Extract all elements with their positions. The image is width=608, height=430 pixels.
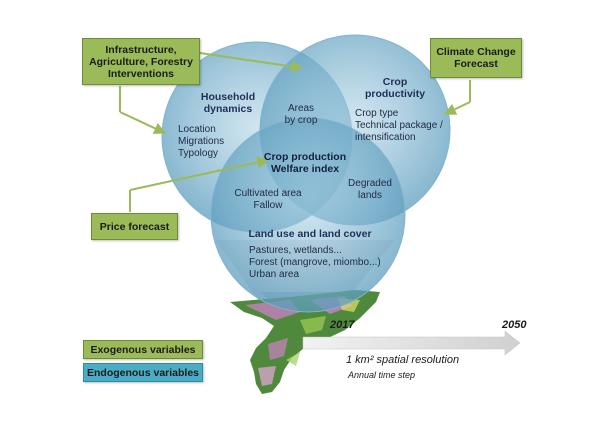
crop-items: Crop type Technical package / intensific… xyxy=(355,108,443,143)
price-forecast-box: Price forecast xyxy=(91,213,178,240)
legend-endogenous: Endogenous variables xyxy=(83,363,203,382)
crop-title: Crop productivity xyxy=(364,76,426,100)
cultivated-area-label: Cultivated area Fallow xyxy=(234,188,302,211)
climate-forecast-box: Climate Change Forecast xyxy=(430,38,522,78)
spatial-resolution-label: 1 km² spatial resolution xyxy=(346,354,460,366)
household-items: Location Migrations Typology xyxy=(178,124,225,159)
arrow-interventions-crop xyxy=(199,52,304,73)
degraded-lands-label: Degraded lands xyxy=(348,178,392,201)
end-year: 2050 xyxy=(502,319,527,331)
timeline-arrow xyxy=(302,330,521,356)
time-step-label: Annual time step xyxy=(348,370,416,380)
crop-production-label: Crop production Welfare index xyxy=(263,151,347,175)
arrow-interventions-household-2 xyxy=(119,111,167,134)
arrow-climate-crop-2 xyxy=(443,101,471,115)
areas-by-crop-label: Areas by crop xyxy=(284,103,318,126)
legend-exogenous: Exogenous variables xyxy=(83,340,203,359)
arrow-price-2 xyxy=(129,156,270,191)
start-year: 2017 xyxy=(330,319,355,331)
land-title: Land use and land cover xyxy=(248,228,372,240)
land-items: Pastures, wetlands... Forest (mangrove, … xyxy=(249,245,381,280)
interventions-box: Infrastructure, Agriculture, Forestry In… xyxy=(82,38,200,85)
household-title: Household dynamics xyxy=(200,91,256,115)
